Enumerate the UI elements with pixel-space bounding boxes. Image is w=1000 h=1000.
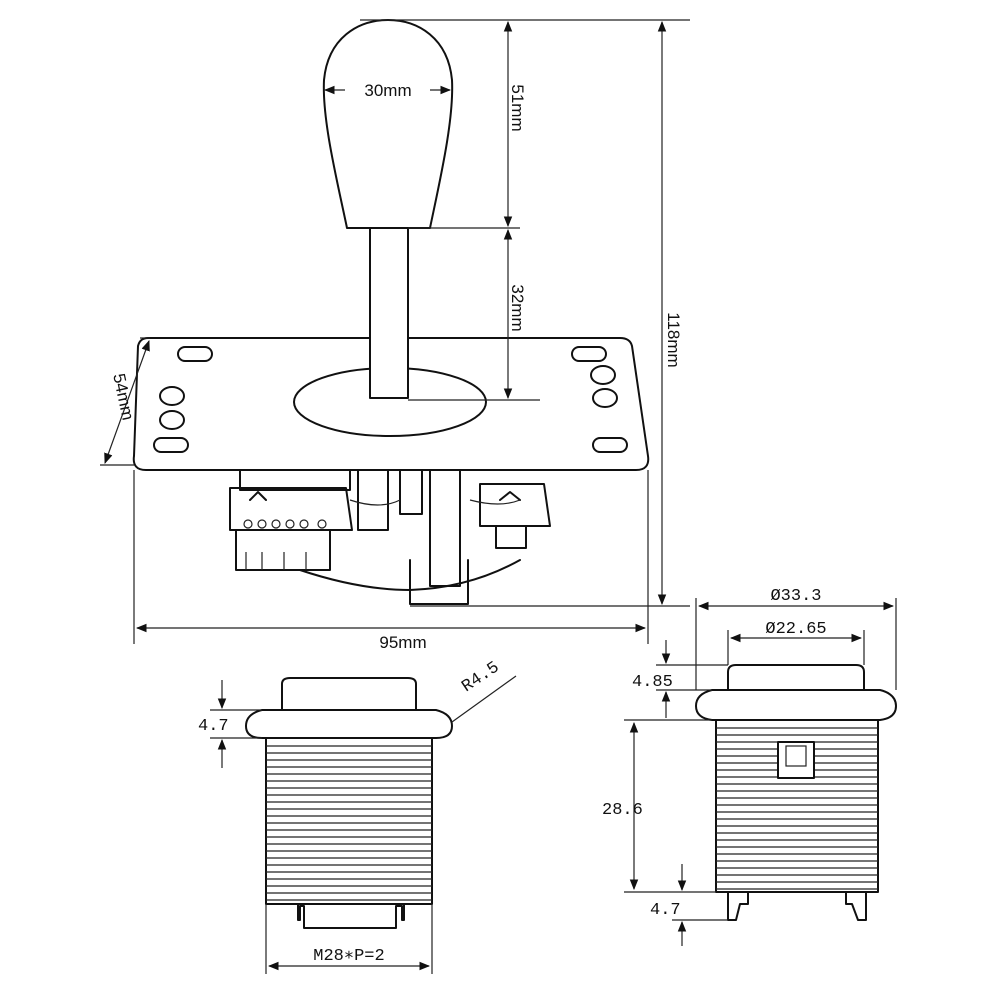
button-right-body: [715, 719, 879, 893]
joystick-drawing: 30mm 51mm 32mm 118mm 54mm: [100, 19, 690, 652]
button-left-body: [265, 737, 433, 905]
button-left-cap: [281, 677, 417, 711]
plate-holes: [153, 346, 628, 453]
button-left-bezel: [245, 709, 453, 739]
label-shaft-height: 32mm: [508, 284, 527, 331]
dim-plate-width: 95mm: [133, 470, 649, 652]
button-right-terminal-left: [727, 891, 749, 921]
dim-total-height: 118mm: [657, 20, 683, 606]
dim-body-height: 28.6: [602, 719, 716, 893]
button-right-cap: [727, 664, 865, 691]
label-cap-height: 4.85: [632, 673, 673, 692]
label-plate-width: 95mm: [379, 633, 426, 652]
label-outer-diameter: Ø33.3: [770, 587, 821, 606]
dim-cap-height: 4.85: [632, 640, 728, 718]
joystick-shaft-front: [369, 227, 409, 399]
dim-ball-height: 51mm: [503, 20, 527, 228]
button-left-threads: [266, 745, 432, 901]
joystick-ball: [322, 19, 454, 229]
label-total-height: 118mm: [664, 312, 683, 367]
button-right-latch: [777, 741, 815, 779]
label-thread: M28∗P=2: [313, 947, 384, 966]
label-radius: R4.5: [459, 658, 503, 697]
dim-thread: M28∗P=2: [265, 904, 433, 974]
dim-ball-width: 30mm: [323, 81, 452, 100]
label-terminal-height: 4.7: [650, 901, 681, 920]
dim-terminal-height: 4.7: [650, 864, 728, 946]
button-right-bezel: [695, 689, 897, 721]
label-ball-height: 51mm: [508, 84, 527, 131]
label-ball-width: 30mm: [364, 81, 411, 100]
dim-shaft-height: 32mm: [503, 228, 527, 400]
label-body-height: 28.6: [602, 801, 643, 820]
dim-outer-diameter: Ø33.3: [695, 587, 897, 690]
button-left-drawing: R4.5 4.7 M28∗P=2: [198, 658, 517, 974]
dim-left-bezel-height: 4.7: [198, 680, 262, 768]
switch-mechanism: [229, 469, 551, 605]
button-right-drawing: Ø33.3 Ø22.65 4.85 28.6 4.: [602, 587, 897, 946]
dim-inner-diameter: Ø22.65: [727, 620, 865, 665]
label-inner-diameter: Ø22.65: [765, 620, 826, 639]
label-left-bezel-height: 4.7: [198, 717, 229, 736]
label-plate-depth: 54mm: [109, 372, 137, 422]
button-left-terminals: [297, 903, 405, 929]
button-right-threads: [716, 727, 878, 890]
button-right-terminal-right: [845, 891, 867, 921]
